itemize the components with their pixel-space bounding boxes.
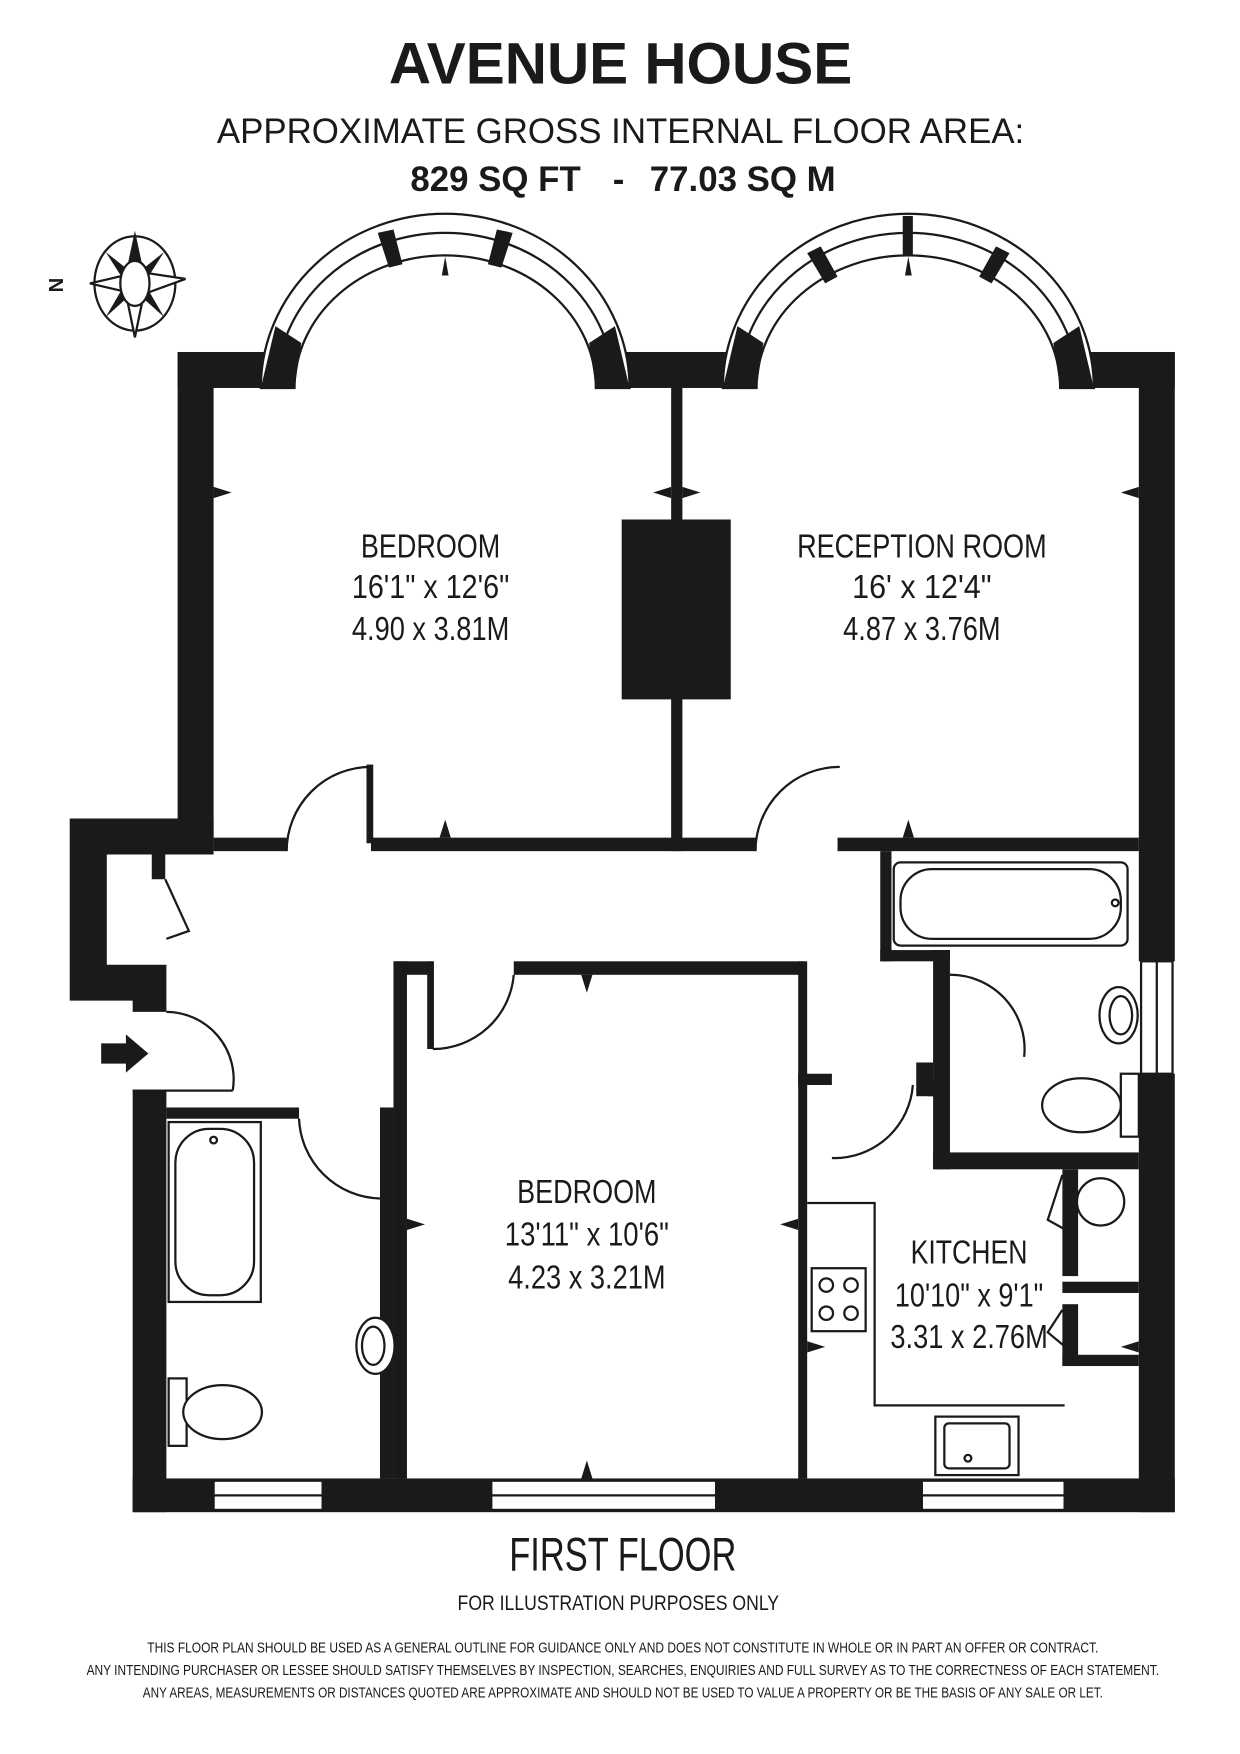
measurement-ticks	[213, 486, 1139, 1479]
internal-walls	[166, 387, 1139, 1479]
basin-right	[1098, 986, 1139, 1045]
toilet-right	[1041, 1072, 1140, 1138]
boiler	[1075, 1177, 1126, 1227]
bay-window-bedroom	[259, 212, 631, 390]
bay-window-reception	[721, 212, 1095, 390]
bath-left	[167, 1120, 262, 1304]
floor-label: FIRST FLOOR	[509, 1529, 736, 1582]
room-metric: 4.87 x 3.76M	[843, 610, 1000, 648]
kitchen-counter	[807, 1201, 1065, 1407]
room-imperial: 16' x 12'4"	[852, 568, 991, 606]
room-name: BEDROOM	[517, 1173, 656, 1211]
area-label: APPROXIMATE GROSS INTERNAL FLOOR AREA:	[217, 112, 1024, 151]
area-sqft: 829 SQ FT	[410, 160, 580, 199]
plan-title: AVENUE HOUSE	[389, 31, 852, 96]
room-name: BEDROOM	[361, 528, 500, 566]
north-label: N	[46, 278, 68, 293]
windows	[212, 960, 1174, 1512]
disclaimer-line-1: THIS FLOOR PLAN SHOULD BE USED AS A GENE…	[147, 1641, 1098, 1657]
area-sqm: 77.03 SQ M	[650, 160, 836, 199]
room-label-bedroom-2: BEDROOM 13'11" x 10'6" 4.23 x 3.21M	[505, 1173, 669, 1296]
room-label-bedroom-1: BEDROOM 16'1" x 12'6" 4.90 x 3.81M	[352, 528, 509, 648]
disclaimer-line-3: ANY AREAS, MEASUREMENTS OR DISTANCES QUO…	[143, 1686, 1103, 1702]
room-metric: 4.90 x 3.81M	[352, 610, 509, 648]
compass-rose-icon: N	[46, 230, 186, 338]
kitchen-sink	[934, 1415, 1020, 1477]
room-metric: 4.23 x 3.21M	[508, 1258, 665, 1296]
room-label-kitchen: KITCHEN 10'10" x 9'1" 3.31 x 2.76M	[890, 1234, 1047, 1356]
room-metric: 3.31 x 2.76M	[890, 1318, 1047, 1356]
entrance-arrow-icon	[101, 1034, 149, 1073]
room-label-reception: RECEPTION ROOM 16' x 12'4" 4.87 x 3.76M	[797, 528, 1047, 648]
toilet-left	[167, 1377, 264, 1447]
door-swings	[132, 765, 1069, 1351]
room-name: KITCHEN	[911, 1234, 1028, 1272]
bath-right	[892, 861, 1129, 947]
area-separator: -	[613, 160, 625, 199]
room-imperial: 16'1" x 12'6"	[352, 568, 509, 606]
room-imperial: 10'10" x 9'1"	[895, 1276, 1043, 1314]
illustration-note: FOR ILLUSTRATION PURPOSES ONLY	[458, 1591, 780, 1615]
basin-left	[355, 1316, 396, 1376]
room-name: RECEPTION ROOM	[797, 528, 1047, 566]
hob-icon	[810, 1267, 867, 1333]
disclaimer-line-2: ANY INTENDING PURCHASER OR LESSEE SHOULD…	[87, 1663, 1159, 1679]
room-imperial: 13'11" x 10'6"	[505, 1216, 669, 1254]
